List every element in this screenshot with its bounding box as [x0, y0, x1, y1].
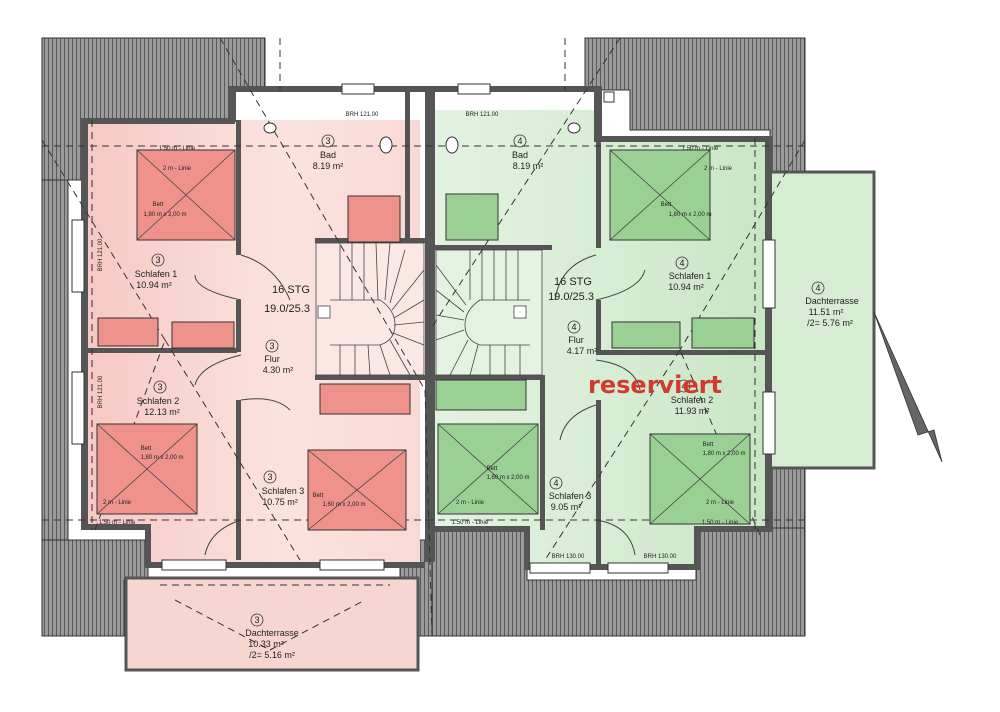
right-line-150-bottom2: 1.50 m - Linie: [702, 520, 739, 526]
right-line-150-bottom1: 1.50 m - Linie: [452, 520, 489, 526]
left-schlafen3-name: Schlafen 3: [262, 486, 305, 496]
left-terrace-num: 3: [254, 615, 259, 625]
stairs-left: [315, 242, 425, 376]
left-schlafen1-area: 10.94 m²: [136, 280, 172, 290]
slope-lines: [41, 37, 806, 651]
left-brh-left1: BRH 121.00: [98, 238, 104, 271]
right-schlafen2-name: Schlafen 2: [671, 395, 714, 405]
left-terrace-area: 10.33 m²: [248, 639, 284, 649]
right-schlafen3-num: 4: [553, 478, 558, 488]
left-bad-area: 8.19 m²: [313, 161, 344, 171]
left-bed1-size: 1,80 m x 2,00 m: [143, 212, 186, 218]
right-bed3-size: 1,60 m x 2,00 m: [486, 475, 529, 481]
roof-left-side: [41, 179, 69, 541]
left-bad-num: 3: [325, 136, 330, 146]
left-line-2-top: 2 m - Linie: [163, 166, 192, 172]
right-flur-num: 4: [571, 322, 576, 332]
right-bed2-name: Bett: [703, 442, 714, 448]
left-brh-left2: BRH 121.00: [98, 375, 104, 408]
left-brh-top: BRH 121.00: [346, 112, 379, 118]
left-bed3-name: Bett: [313, 493, 324, 499]
left-flur-num: 3: [269, 341, 274, 351]
left-stg-ratio: 19.0/25.3: [264, 303, 310, 315]
left-stg-count: 16 STG: [272, 284, 310, 296]
right-schlafen2-num: 4: [681, 381, 686, 391]
right-line-150-top: 1.50 m - Linie: [682, 146, 719, 152]
left-schlafen3-area: 10.75 m²: [262, 497, 298, 507]
left-bed2-size: 1,80 m x 2,00 m: [140, 455, 183, 461]
right-bad-area: 8.19 m²: [513, 161, 544, 171]
right-terrace-num: 4: [815, 283, 820, 293]
left-bed2-name: Bett: [141, 446, 152, 452]
reserviert-stamp: reserviert: [588, 371, 722, 399]
left-line-2-bottom: 2 m - Linie: [103, 500, 132, 506]
right-terrace-floor: [768, 170, 876, 470]
left-line-150-bottom: 1.50 m - Linie: [99, 520, 136, 526]
doors: [194, 254, 646, 556]
left-schlafen3-num: 3: [267, 472, 272, 482]
right-terrace-name: Dachterrasse: [805, 296, 859, 306]
right-schlafen1-num: 4: [679, 258, 684, 268]
left-furniture: [96, 149, 411, 531]
right-brh-bottom2: BRH 130.00: [644, 554, 677, 560]
right-schlafen3-area: 9.05 m²: [551, 502, 582, 512]
walls: [81, 86, 772, 570]
left-flur-name: Flur: [264, 354, 280, 364]
stairs-right: [435, 249, 543, 376]
left-schlafen2-num: 3: [157, 382, 162, 392]
right-terrace-area: 11.51 m²: [809, 307, 844, 317]
left-bed1-name: Bett: [153, 202, 164, 208]
right-schlafen3-name: Schlafen 3: [549, 491, 592, 501]
right-bad-num: 4: [517, 136, 522, 146]
left-bed3-size: 1,60 m x 2,00 m: [322, 502, 365, 508]
right-schlafen1-area: 10.94 m²: [668, 282, 704, 292]
terrace-arrow-icon: [873, 311, 943, 463]
left-line-150-top: 1.50 m - Linie: [159, 146, 196, 152]
right-schlafen2-area: 11.93 m²: [675, 406, 710, 416]
right-flur-name: Flur: [568, 335, 584, 345]
right-terrace-half: /2= 5.76 m²: [807, 318, 853, 328]
right-line-2-bottom1: 2 m - Linie: [456, 500, 485, 506]
right-schlafen1-name: Schlafen 1: [669, 271, 712, 281]
right-line-2-bottom2: 2 m - Linie: [706, 500, 735, 506]
right-line-2-top: 2 m - Linie: [704, 166, 733, 172]
right-bed1-size: 1,80 m x 2,00 m: [668, 212, 711, 218]
right-flur-area: 4.17 m²: [567, 346, 598, 356]
left-terrace-name: Dachterrasse: [245, 628, 299, 638]
left-bad-name: Bad: [320, 150, 336, 160]
left-schlafen2-name: Schlafen 2: [137, 396, 180, 406]
right-brh-bottom1: BRH 130.00: [552, 554, 585, 560]
left-terrace-floor: [124, 576, 420, 672]
right-brh-top: BRH 121.00: [466, 112, 499, 118]
right-stg-count: 16 STG: [554, 276, 592, 288]
left-schlafen1-name: Schlafen 1: [135, 269, 178, 279]
right-bed3-name: Bett: [487, 466, 498, 472]
sanitary: [263, 91, 615, 154]
right-bed1-name: Bett: [661, 202, 672, 208]
left-schlafen2-area: 12.13 m²: [144, 407, 180, 417]
left-labels: 3 Bad 8.19 m² 3 Schlafen 1 10.94 m² 3 Sc…: [98, 112, 379, 660]
windows: [71, 83, 776, 574]
right-stg-ratio: 19.0/25.3: [548, 291, 594, 303]
left-flur-area: 4.30 m²: [263, 365, 294, 375]
right-bed2-size: 1,80 m x 2,00 m: [702, 451, 745, 457]
left-terrace-half: /2= 5.16 m²: [249, 650, 295, 660]
right-labels: 4 Bad 8.19 m² 4 Schlafen 1 10.94 m² 4 Sc…: [452, 112, 859, 560]
right-bad-name: Bad: [512, 150, 528, 160]
right-furniture: [435, 149, 755, 525]
left-schlafen1-num: 3: [155, 255, 160, 265]
